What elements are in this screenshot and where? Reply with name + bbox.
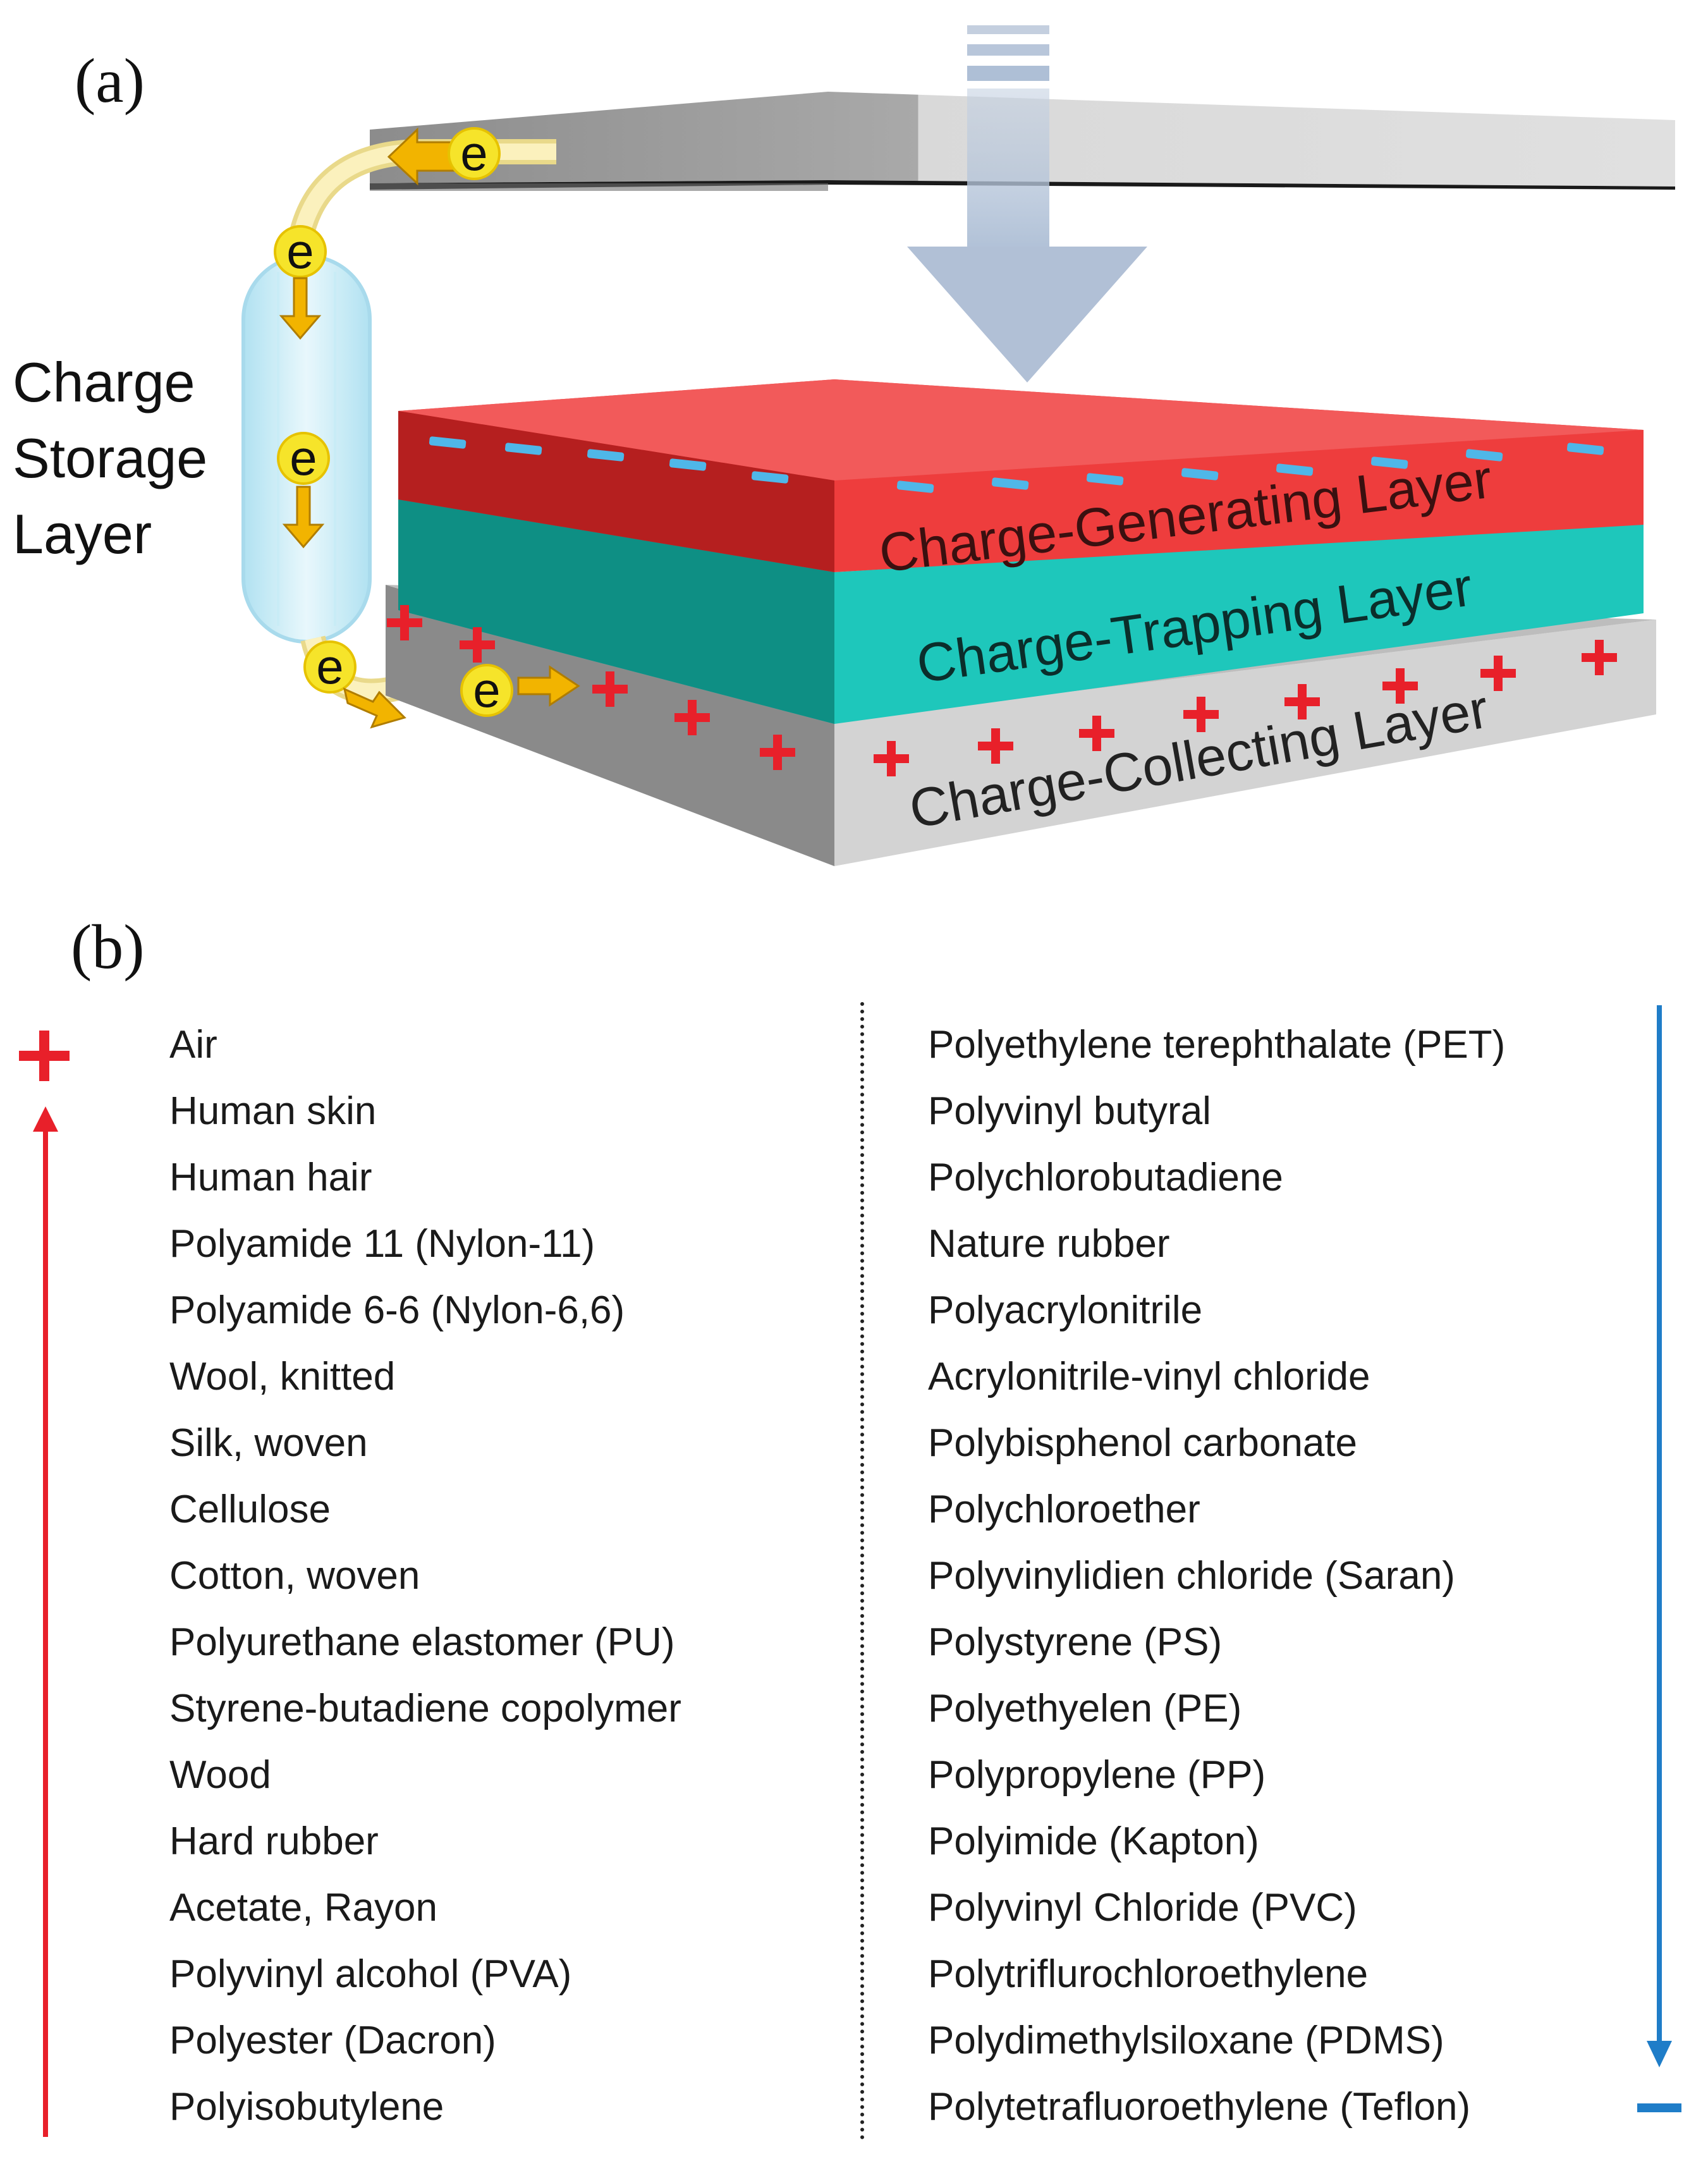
negative-series-item: Polyethyelen (PE) xyxy=(928,1687,1242,1730)
positive-series-item: Wood xyxy=(169,1753,271,1797)
negative-sign-icon xyxy=(1637,2103,1681,2112)
positive-charge-mark xyxy=(1284,684,1320,719)
negative-charges xyxy=(429,436,1604,493)
positive-series-item: Air xyxy=(169,1023,217,1067)
electron-icon: e xyxy=(303,639,357,694)
negative-charge-mark xyxy=(1465,449,1503,462)
electron-icon: e xyxy=(274,223,327,279)
column-divider xyxy=(860,1002,864,2140)
negative-series-item: Polyvinyl Chloride (PVC) xyxy=(928,1886,1357,1930)
positive-series-item: Cellulose xyxy=(169,1488,331,1531)
negative-series-item: Polypropylene (PP) xyxy=(928,1753,1266,1797)
positive-series-item: Polyester (Dacron) xyxy=(169,2019,496,2062)
positive-direction-arrow xyxy=(33,1106,58,2137)
electron-flow-arrow-icon xyxy=(387,127,456,186)
negative-charge-mark xyxy=(1276,463,1314,476)
positive-charge-mark xyxy=(674,700,710,735)
negative-series-item: Polyethylene terephthalate (PET) xyxy=(928,1023,1506,1067)
positive-charge-mark xyxy=(874,741,909,776)
electron-flow-arrow-icon xyxy=(282,486,325,549)
positive-series-item: Polyamide 6-6 (Nylon-6,6) xyxy=(169,1288,625,1332)
positive-charge-mark xyxy=(1382,668,1418,704)
negative-charge-mark xyxy=(1086,473,1124,486)
positive-charges xyxy=(387,605,1617,776)
positive-charge-mark xyxy=(592,671,628,707)
positive-series-item: Hard rubber xyxy=(169,1820,379,1863)
svg-text:e: e xyxy=(286,223,314,279)
negative-series-item: Polyvinyl butyral xyxy=(928,1089,1211,1133)
positive-charge-mark xyxy=(1183,697,1219,732)
negative-direction-arrow xyxy=(1647,1005,1672,2067)
svg-text:e: e xyxy=(290,430,317,486)
electron-flow-arrow-icon xyxy=(279,277,322,340)
storage-label-line-2: Storage xyxy=(13,427,207,489)
negative-series-item: Acrylonitrile-vinyl chloride xyxy=(928,1355,1370,1398)
negative-series-item: Polytriflurochloroethylene xyxy=(928,1952,1369,1996)
positive-series-item: Styrene-butadiene copolymer xyxy=(169,1687,681,1730)
positive-charge-mark xyxy=(760,735,795,770)
electron-icon: e xyxy=(277,430,330,486)
negative-charge-mark xyxy=(1370,456,1408,469)
negative-charge-mark xyxy=(1566,443,1604,455)
svg-text:e: e xyxy=(473,662,500,718)
positive-series-item: Wool, knitted xyxy=(169,1355,396,1398)
positive-series-item: Polyurethane elastomer (PU) xyxy=(169,1620,675,1664)
electron-markers: e e e e e xyxy=(274,125,580,729)
negative-charge-mark xyxy=(587,449,625,462)
electron-flow-arrow-icon xyxy=(517,665,580,707)
negative-charge-mark xyxy=(669,458,707,471)
electron-icon: e xyxy=(460,662,513,718)
negative-series-item: Polychloroether xyxy=(928,1488,1200,1531)
positive-charge-mark xyxy=(387,605,422,640)
positive-series-item: Silk, woven xyxy=(169,1421,368,1465)
negative-series-item: Polyvinylidien chloride (Saran) xyxy=(928,1554,1455,1598)
negative-charge-mark xyxy=(991,477,1029,490)
negative-charge-mark xyxy=(504,443,542,455)
svg-text:e: e xyxy=(316,639,343,694)
svg-text:e: e xyxy=(460,125,487,181)
negative-series-item: Polyimide (Kapton) xyxy=(928,1820,1259,1863)
positive-series-item: Polyamide 11 (Nylon-11) xyxy=(169,1222,595,1266)
negative-series-item: Polybisphenol carbonate xyxy=(928,1421,1358,1465)
triboelectric-series-negative-column: Polyethylene terephthalate (PET) Polyviny… xyxy=(928,1012,1505,2140)
negative-series-item: Polychlorobutadiene xyxy=(928,1156,1283,1199)
positive-charge-mark xyxy=(1480,656,1516,691)
negative-charge-mark xyxy=(751,471,789,484)
storage-label-line-1: Charge xyxy=(13,351,195,413)
triboelectric-device-diagram: Charge-Generating Layer Charge-Trapping … xyxy=(13,25,1675,866)
positive-series-item: Polyisobutylene xyxy=(169,2085,444,2129)
negative-charge-mark xyxy=(429,436,467,449)
positive-charge-mark xyxy=(978,728,1013,764)
negative-series-item: Nature rubber xyxy=(928,1222,1170,1266)
positive-series-item: Human skin xyxy=(169,1089,377,1133)
negative-series-item: Polydimethylsiloxane (PDMS) xyxy=(928,2019,1444,2062)
negative-series-item: Polyacrylonitrile xyxy=(928,1288,1203,1332)
electron-icon: e xyxy=(448,125,501,181)
positive-series-item: Polyvinyl alcohol (PVA) xyxy=(169,1952,572,1996)
positive-series-item: Acetate, Rayon xyxy=(169,1886,437,1930)
panel-a-label: (a) xyxy=(75,46,145,116)
positive-series-item: Human hair xyxy=(169,1156,372,1199)
storage-label-line-3: Layer xyxy=(13,503,152,565)
electron-flow-arrow-icon xyxy=(343,687,406,729)
positive-charge-mark xyxy=(1079,716,1114,751)
press-arrow-icon xyxy=(907,25,1147,382)
positive-sign-icon xyxy=(19,1031,70,1081)
positive-charge-mark xyxy=(460,627,495,663)
positive-series-item: Cotton, woven xyxy=(169,1554,420,1598)
panel-b-label: (b) xyxy=(71,912,145,982)
negative-series-item: Polytetrafluoroethylene (Teflon) xyxy=(928,2085,1471,2129)
positive-charge-mark xyxy=(1582,640,1617,675)
negative-charge-mark xyxy=(1181,468,1219,480)
negative-charge-mark xyxy=(896,480,934,493)
negative-series-item: Polystyrene (PS) xyxy=(928,1620,1223,1664)
